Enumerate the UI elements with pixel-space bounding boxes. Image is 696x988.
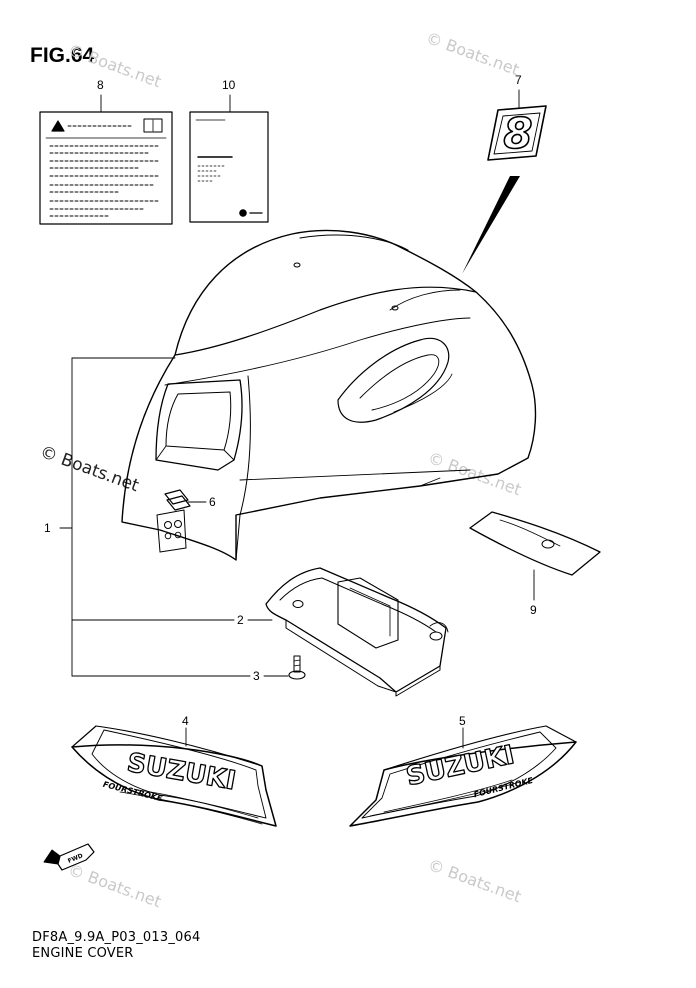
callout-1: 1: [44, 521, 51, 535]
callout-2: 2: [237, 613, 244, 627]
model-decal: 8: [487, 105, 547, 161]
suzuki-decal-left: SUZUKI FOURSTROKE: [71, 725, 277, 827]
svg-text:FOURSTROKE: FOURSTROKE: [473, 776, 535, 800]
callout-10: 10: [222, 78, 236, 92]
decal-pointer: [462, 176, 520, 274]
diagram-code: DF8A_9.9A_P03_013_064: [32, 930, 201, 945]
lining-sheet: [469, 511, 601, 576]
callout-9: 9: [530, 603, 537, 617]
owners-manual: [189, 111, 269, 223]
front-direction-arrow: FWD: [43, 843, 95, 871]
warning-label: [39, 111, 173, 225]
figure-title: FIG.64: [30, 44, 95, 67]
callout-4: 4: [182, 714, 189, 728]
screw: [288, 655, 306, 680]
svg-text:FWD: FWD: [67, 852, 84, 864]
callout-8: 8: [97, 78, 104, 92]
engine-cover: [121, 229, 537, 561]
callout-3: 3: [253, 669, 260, 683]
cover-bracket: [265, 567, 449, 697]
callout-7: 7: [515, 73, 522, 87]
callout-5: 5: [459, 714, 466, 728]
diagram-caption: ENGINE COVER: [32, 946, 134, 961]
leader-lines: [59, 89, 535, 749]
callout-6: 6: [209, 495, 216, 509]
svg-text:FOURSTROKE: FOURSTROKE: [102, 780, 164, 804]
svg-text:8: 8: [503, 109, 532, 158]
emblem: [164, 489, 191, 511]
